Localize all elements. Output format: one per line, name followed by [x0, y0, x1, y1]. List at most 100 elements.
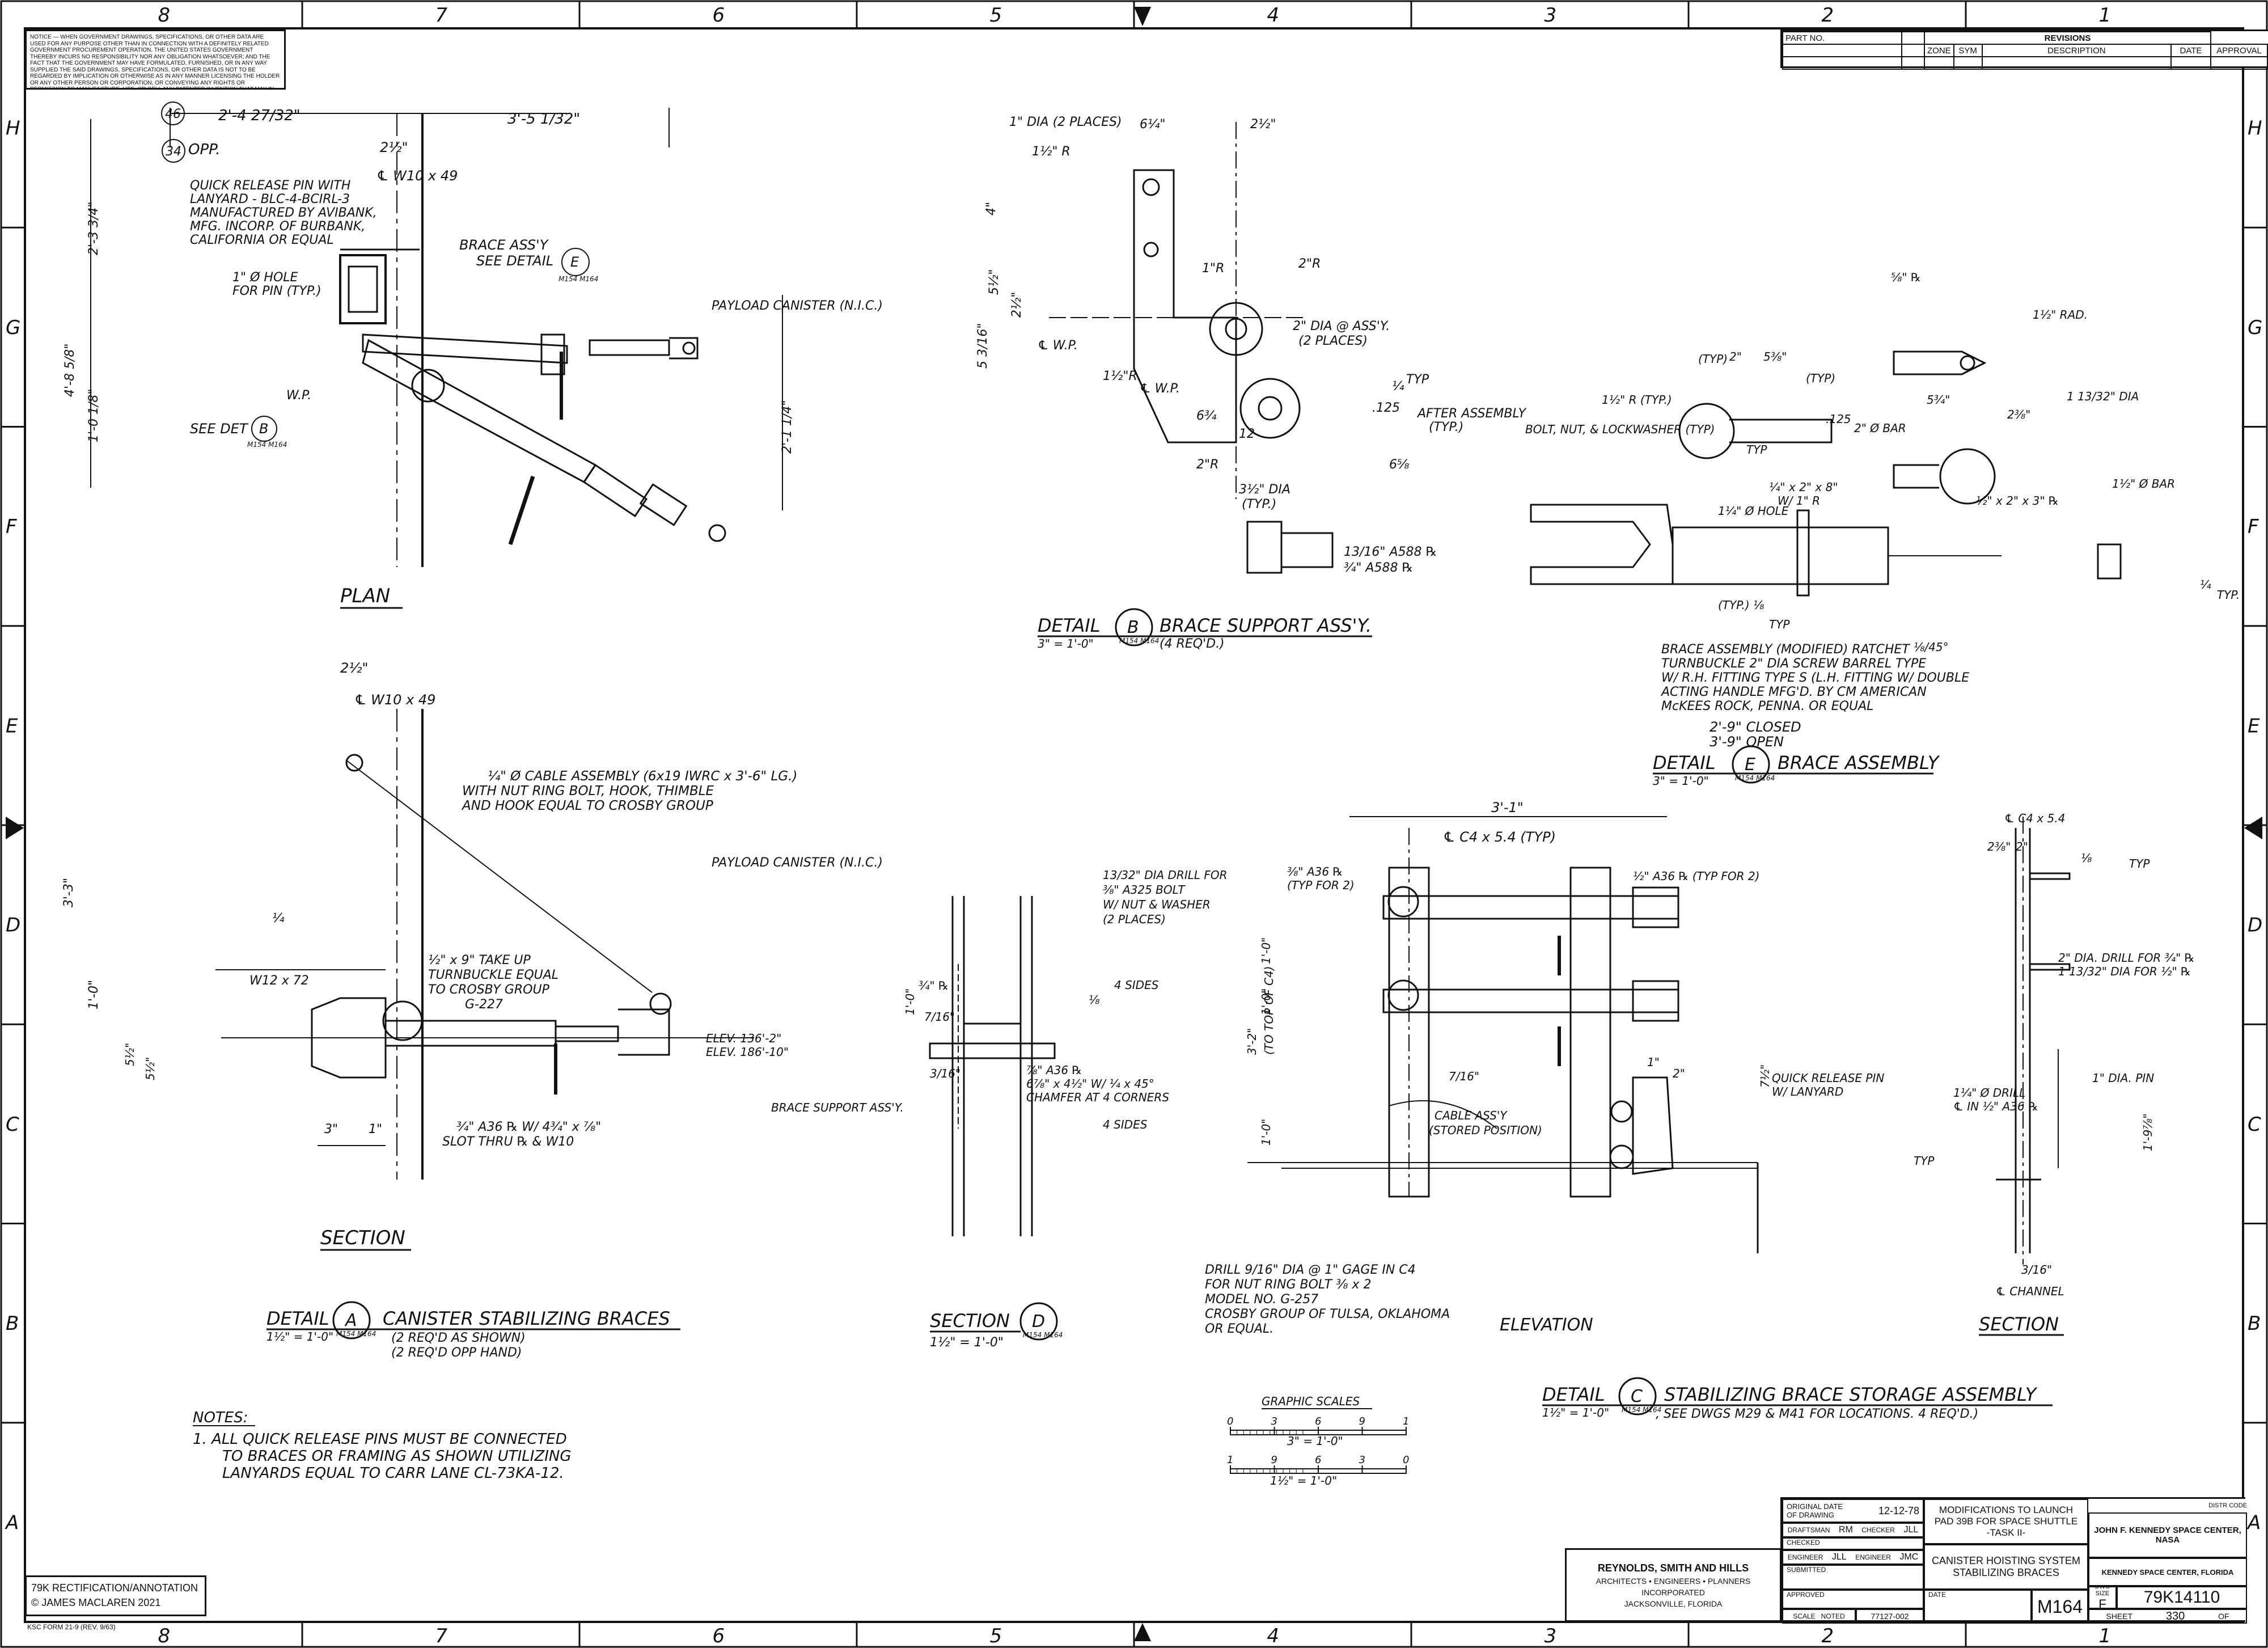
rev-col-description: DESCRIPTION	[1981, 44, 2172, 57]
svg-text:¼" Ø CABLE ASSEMBLY (6x19 IWRC: ¼" Ø CABLE ASSEMBLY (6x19 IWRC x 3'-6" L…	[488, 769, 797, 784]
plan-dim-2half: 2½"	[380, 140, 408, 155]
svg-text:TURNBUCKLE EQUAL: TURNBUCKLE EQUAL	[428, 968, 558, 982]
detail-c-label-4: 3'-2"	[1245, 1028, 1259, 1055]
detail-a-callout: DETAIL A M154 M164 CANISTER STABILIZING …	[266, 1301, 680, 1360]
svg-text:ELEV. 136'-2": ELEV. 136'-2"	[706, 1032, 781, 1045]
svg-text:3" = 1'-0": 3" = 1'-0"	[1653, 774, 1709, 788]
detail-e-label-12: BOLT, NUT, & LOCKWASHER (TYP)	[1525, 422, 1715, 436]
detail-b-label-27: .125	[1372, 401, 1400, 415]
plan-num-46: 46	[165, 107, 181, 121]
scale1-tick-label-2: 6	[1315, 1415, 1321, 1427]
scale2-tick-label-1: 9	[1271, 1454, 1277, 1466]
svg-text:(2 PLACES): (2 PLACES)	[1103, 912, 1166, 926]
plan-dim-top1: 2'-4 27/32"	[218, 107, 301, 124]
detail-e-labels: ⅝" ℞1½" RAD.1 13/32" DIA5¾"2⅜"(TYP)2"5⅜"…	[1525, 271, 2240, 654]
row-zone-left-D: D	[6, 914, 20, 937]
svg-text:SLOT THRU ℞ & W10: SLOT THRU ℞ & W10	[442, 1135, 574, 1149]
section-a-labels: ℄ W10 x 49 2½" ¼" Ø CABLE ASSEMBLY (6x19…	[62, 660, 883, 1149]
scale2-tick-label-0: 1	[1227, 1454, 1233, 1466]
detail-b-label-20: (TYP.)	[1242, 497, 1276, 512]
col-zone-top-8: 8	[158, 4, 171, 27]
svg-text:1½" = 1'-0": 1½" = 1'-0"	[1542, 1406, 1609, 1419]
right-section-label-5: 2" DIA. DRILL FOR ¾" ℞	[2058, 951, 2195, 965]
right-section-title: SECTION	[1979, 1313, 2059, 1335]
plan-vertical-dims: 2'-3 3/4" 4'-8 5/8" 1'-0 1/8" 2'-1 1/4"	[63, 202, 794, 454]
detail-c-label-6: 1'-0"	[1259, 988, 1273, 1015]
section-d-label-7: 6⅞" x 4½" W/ ¼ x 45°	[1026, 1077, 1154, 1091]
svg-text:PAYLOAD CANISTER (N.I.C.): PAYLOAD CANISTER (N.I.C.)	[712, 856, 883, 870]
rev-col-zone: ZONE	[1924, 44, 1954, 57]
detail-c-elevation: ELEVATION	[1500, 1315, 1593, 1335]
detail-c-label-12: QUICK RELEASE PIN	[1772, 1071, 1884, 1085]
project-no: 77127-002	[1856, 1609, 1924, 1624]
detail-e-label-5: (TYP)	[1698, 352, 1728, 366]
plan-num-34: 34	[166, 145, 181, 159]
detail-b-label-16: 6¾	[1196, 409, 1217, 423]
row-zone-right-A: A	[2246, 1511, 2261, 1534]
svg-text:CALIFORNIA OR EQUAL: CALIFORNIA OR EQUAL	[190, 233, 334, 247]
detail-e-label-14: ¼" x 2" x 8"	[1769, 480, 1838, 494]
approved-cell: APPROVED	[1782, 1590, 1924, 1609]
detail-b-label-19: 3½" DIA	[1239, 483, 1290, 497]
detail-b-label-1: 1½" R	[1032, 145, 1070, 159]
plan-see-det-b: SEE DET B M154 M164	[190, 416, 287, 449]
detail-b-callout: DETAIL B M154 M164 BRACE SUPPORT ASS'Y. …	[1038, 608, 1372, 651]
svg-text:OR EQUAL.: OR EQUAL.	[1205, 1322, 1273, 1336]
col-zone-bottom-6: 6	[713, 1625, 725, 1647]
row-zone-right-H: H	[2248, 117, 2262, 140]
detail-e-label-19: (TYP.) ⅛	[1718, 598, 1765, 612]
section-d-label-8: CHAMFER AT 4 CORNERS	[1026, 1091, 1169, 1104]
plan-wp: W.P.	[286, 388, 311, 403]
detail-c-label-11: 7½"	[1758, 1064, 1772, 1088]
detail-e-label-9: 1½" R (TYP.)	[1602, 393, 1672, 407]
detail-b-label-5: 2"R	[1298, 257, 1321, 271]
government-notice: NOTICE — WHEN GOVERNMENT DRAWINGS, SPECI…	[25, 29, 286, 90]
row-zone-right-B: B	[2248, 1312, 2261, 1335]
detail-e-label-6: 2"	[1729, 350, 1742, 364]
svg-text:3'-3": 3'-3"	[62, 878, 76, 907]
sheet-id: M164	[2032, 1590, 2088, 1624]
row-zone-left-C: C	[6, 1113, 19, 1136]
svg-text:TO CROSBY GROUP: TO CROSBY GROUP	[428, 983, 550, 997]
scale2-tick-label-2: 6	[1315, 1454, 1321, 1466]
firm-line4: JACKSONVILLE, FLORIDA	[1624, 1599, 1723, 1608]
row-zone-right-F: F	[2248, 515, 2259, 538]
svg-text:MFG. INCORP. OF BURBANK,: MFG. INCORP. OF BURBANK,	[190, 219, 365, 234]
svg-text:2'-3 3/4": 2'-3 3/4"	[87, 202, 101, 256]
svg-text:½" x 9" TAKE UP: ½" x 9" TAKE UP	[428, 953, 531, 967]
svg-text:GRAPHIC SCALES: GRAPHIC SCALES	[1262, 1395, 1360, 1408]
svg-text:TURNBUCKLE 2" DIA SCREW BARREL: TURNBUCKLE 2" DIA SCREW BARREL TYPE	[1661, 657, 1926, 671]
svg-text:DETAIL: DETAIL	[1542, 1384, 1605, 1405]
section-d-callout: SECTION D M154 M164 1½" = 1'-0"	[930, 1302, 1063, 1350]
col-zone-top-3: 3	[1545, 4, 1557, 27]
svg-text:BRACE ASSEMBLY: BRACE ASSEMBLY	[1778, 752, 1940, 774]
svg-text:¼: ¼	[272, 911, 285, 926]
detail-e-label-4: 2⅜"	[2007, 408, 2030, 421]
dwg-size: DWG SIZE F	[2088, 1586, 2117, 1609]
svg-text:E: E	[570, 254, 579, 270]
section-d-label-1: ¾" ℞	[919, 979, 949, 992]
detail-e-label-2: 1 13/32" DIA	[2067, 390, 2139, 403]
svg-text:5½": 5½"	[143, 1057, 157, 1080]
detail-e-label-1: 1½" RAD.	[2033, 308, 2088, 322]
svg-text:3" = 1'-0": 3" = 1'-0"	[1038, 637, 1094, 650]
col-zone-top-4: 4	[1267, 4, 1280, 27]
row-zone-left-F: F	[6, 515, 17, 538]
detail-e-label-8: (TYP)	[1806, 371, 1835, 385]
right-section-drawing	[1996, 817, 2071, 1265]
right-section-label-4: TYP	[2129, 857, 2150, 871]
svg-text:CROSBY GROUP OF TULSA, OKLAHOM: CROSBY GROUP OF TULSA, OKLAHOMA	[1205, 1307, 1450, 1321]
detail-e-label-17: 1½" Ø BAR	[2112, 477, 2175, 491]
svg-text:2'-1 1/4": 2'-1 1/4"	[780, 400, 794, 454]
svg-text:1'-0": 1'-0"	[87, 980, 101, 1009]
firm-block: REYNOLDS, SMITH AND HILLS ARCHITECTS • E…	[1565, 1548, 1782, 1622]
svg-text:M154 M164: M154 M164	[1119, 637, 1159, 645]
firm-name: REYNOLDS, SMITH AND HILLS	[1597, 1562, 1749, 1574]
detail-e-label-18: ½" x 2" x 3" ℞	[1976, 494, 2059, 508]
detail-c-label-13: W/ LANYARD	[1772, 1085, 1843, 1098]
section-d-label-6: ⅞" A36 ℞	[1026, 1063, 1082, 1077]
drawing-title: CANISTER HOISTING SYSTEM STABILIZING BRA…	[1924, 1544, 2088, 1590]
section-d-label-4: 7/16"	[924, 1010, 955, 1024]
drawing-number: 79K14110	[2117, 1586, 2247, 1609]
